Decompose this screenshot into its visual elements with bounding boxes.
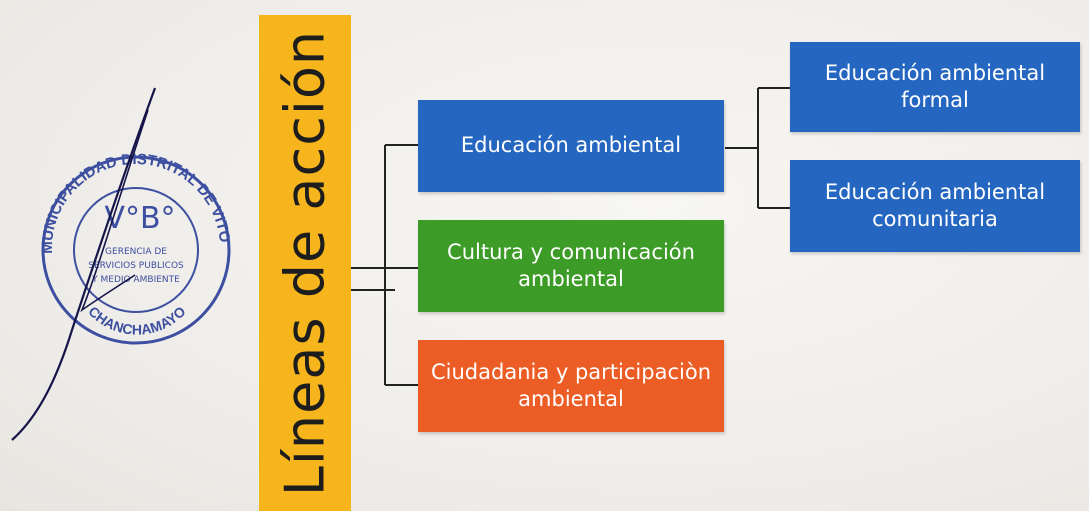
sub-branch-label: Educación ambiental formal	[824, 60, 1046, 112]
signature-stroke	[11, 87, 157, 441]
branch-label: Cultura y comunicación ambiental	[447, 239, 695, 291]
branch-label: Ciudadania y participaciòn ambiental	[430, 359, 711, 411]
branch-label: Educación ambiental	[460, 133, 682, 158]
sub-branch-label: Educación ambiental comunitaria	[824, 179, 1046, 231]
action-lines-title-bar: Líneas de acción	[259, 15, 351, 511]
seal-outer-ring	[41, 155, 231, 345]
seal-inner-line-2: SERVICIOS PUBLICOS	[88, 261, 184, 271]
seal-inner-line-1: GERENCIA DE	[105, 247, 167, 257]
branch-box-ciudadania-participacion: Ciudadania y participaciòn ambiental	[418, 340, 724, 432]
sub-branch-box-formal: Educación ambiental formal	[790, 42, 1080, 132]
sub-branch-box-comunitaria: Educación ambiental comunitaria	[790, 160, 1080, 252]
seal-inner-ring	[73, 187, 199, 313]
seal-inner-line-3: Y MEDIO AMBIENTE	[91, 275, 180, 285]
branch-box-cultura-comunicacion: Cultura y comunicación ambiental	[418, 220, 724, 312]
signature-flourish	[80, 109, 149, 313]
branch-box-educacion-ambiental: Educación ambiental	[418, 100, 724, 192]
